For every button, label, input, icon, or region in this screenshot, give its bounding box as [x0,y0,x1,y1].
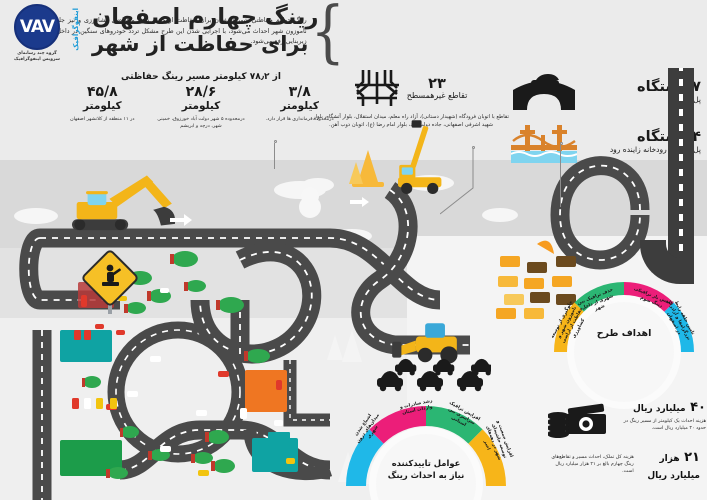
segment-number: ۳/۸ [288,84,311,100]
trees [82,187,546,484]
route-heading: از ۷۸٫۲ کیلومتر مسیر رینگ حفاظتی [121,72,281,82]
leader-dot [274,140,277,143]
cost-unit: میلیارد ریال [632,404,686,414]
bulldozer-icon [392,323,458,364]
interchange-icon [354,70,399,106]
construction-bricks [496,240,576,319]
interchange-detail: تقاطع با اتوبان فرودگاه (شهیدار دستانی)،… [313,114,509,128]
segment-note: در ۱۱ منطقه از کلانشهر اصفهان [70,117,135,122]
route-length-stats: از ۷۸٫۲ کیلومتر مسیر رینگ حفاظتی ۳/۸ کیل… [56,72,346,130]
segment-unit: کیلومتر [181,100,221,112]
segment-number: ۲۸/۶ [185,84,217,100]
factors-donut-chart [345,405,507,486]
segment-number: ۴۵/۸ [86,84,118,100]
cost-row: ۲۱ هزار میلیارد ریال هزینه کل تملک، احدا… [548,450,700,484]
leader-line-curved [440,148,474,215]
leader-dot [472,146,475,149]
cost-unit: هزار میلیارد ریال [647,454,700,481]
segment-note: درمحدوده ۵ شهر دولت آباد خورزوق، خمینی ش… [157,117,245,129]
brace-decoration: } [310,0,345,71]
header: } رینگ چهارم حفاظتی شهر اصفهان برای حفاظ… [0,0,707,68]
cost-row: ۴۰ میلیارد ریال هزینه احداث یک کیلومتر ا… [548,400,706,446]
leader-dot [560,142,563,145]
page-title: رینگ چهارم اصفهان برای حفاظت از شهر [92,4,342,58]
goals-center-label: اهداف طرح [574,302,674,402]
route-segment: ۳/۸ کیلومتر درمحدوده فرمانداری ها قرار د… [253,85,346,130]
interchanges-stats: ۲۳ تقاطع غیرهمسطح تقاطع با اتوبان فرودگا… [311,68,511,129]
cost-note: هزینه کل تملک، احداث مسیر و تقاطع‌های ری… [551,455,634,474]
cost-number: ۴۰ [690,400,706,415]
traffic-cone-icon [349,150,384,187]
crane-truck-icon [398,120,442,195]
direction-arrows [170,197,369,226]
goals-wheel: اهداف طرح تامین حلقه رابط بزرگراه‌ها و آ… [548,282,700,402]
infographic-vertical-label: اینفوگرافیک [72,8,80,51]
interchange-label: تقاطع غیرهمسطح [406,91,468,100]
excavator-icon [72,175,176,231]
title-line-1: رینگ چهارم اصفهان [92,4,319,30]
logo-mark-text: VAV [20,13,55,41]
segment-unit: کیلومتر [83,100,122,112]
factors-wheel: عوامل تاییدکننده نیاز به احداث رینگ افزا… [338,398,514,500]
money-icon [548,403,606,438]
route-segment: ۴۵/۸ کیلومتر در ۱۱ منطقه از کلانشهر اصفه… [56,85,149,130]
bridge-label: پل بر روی رودخانه زاینده رود [609,145,701,154]
arch-bridge-icon [513,74,575,110]
factors-title-line-1: عوامل تاییدکننده [391,458,461,468]
interchange-count: ۲۳ [428,76,446,92]
intro-text: رینگ چهارم حفاظتی شهر اصفهان برای حفاظت … [15,17,307,46]
cost-note: هزینه احداث یک کیلومتر از مسیر رینگ در ح… [623,419,706,431]
route-segment: ۲۸/۶ کیلومتر درمحدوده ۵ شهر دولت آباد خو… [155,85,248,130]
cars-traffic-icon [377,358,491,392]
cost-amount: ۲۱ هزار میلیارد ریال [639,450,700,484]
intro-block: } رینگ چهارم حفاظتی شهر اصفهان برای حفاظ… [15,0,345,65]
logo-circle-icon: VAV [14,4,60,50]
costs-block: ۴۰ میلیارد ریال هزینه احداث یک کیلومتر ا… [548,400,706,488]
cost-amount: ۴۰ میلیارد ریال [615,400,706,417]
roadworks-sign-icon [82,250,138,314]
factors-title-line-2: نیاز به احداث رینگ [387,470,465,480]
title-line-2: برای حفاظت از شهر [92,32,309,56]
goals-donut-chart [554,282,694,352]
leader-line [274,143,275,169]
segment-unit: کیلومتر [280,100,319,112]
cost-number: ۲۱ [684,450,700,465]
segment-note: درمحدوده فرمانداری ها قرار دارد. [265,117,334,122]
leader-line [560,145,561,207]
